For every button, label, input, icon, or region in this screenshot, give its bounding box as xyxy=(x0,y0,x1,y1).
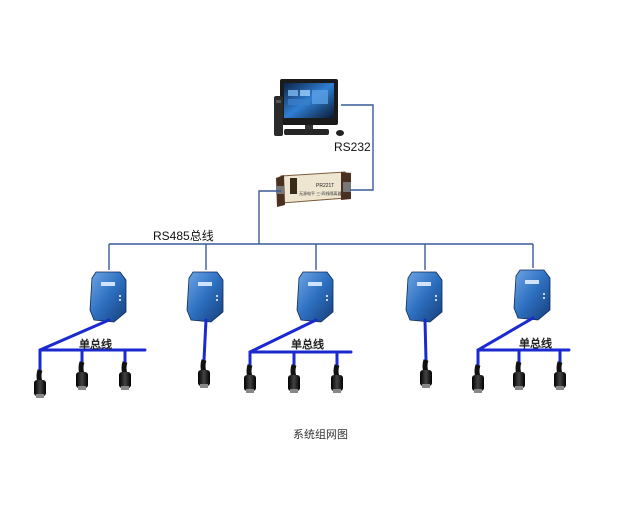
temperature-sensor-icon xyxy=(331,364,343,393)
single-bus-line xyxy=(423,318,428,362)
single-bus-line xyxy=(38,318,147,372)
rs232-link-line xyxy=(341,104,374,191)
module-icon xyxy=(89,271,127,323)
single-bus-line xyxy=(202,318,208,362)
module-icon xyxy=(513,269,551,321)
temperature-sensor-icon xyxy=(513,361,525,390)
temperature-sensor-icon xyxy=(472,364,484,393)
temperature-sensor-icon xyxy=(76,361,88,390)
sensor-group xyxy=(34,359,566,398)
diagram-caption: 系统组网图 xyxy=(293,428,348,441)
temperature-sensor-icon xyxy=(244,364,256,393)
bus-drops xyxy=(108,244,534,270)
single-bus-line xyxy=(248,318,353,367)
desktop-computer-icon xyxy=(274,79,344,136)
temperature-sensor-icon xyxy=(554,361,566,390)
temperature-sensor-icon xyxy=(34,369,46,398)
rs232-label: RS232 xyxy=(334,140,371,154)
single-bus-label: 单总线 xyxy=(519,337,552,350)
single-bus-label: 单总线 xyxy=(291,338,324,351)
temperature-sensor-icon xyxy=(198,359,210,388)
module-icon xyxy=(405,271,443,323)
rs232-rs485-converter-icon: PR221T 无源电平 三·四线隔离器 xyxy=(276,171,351,207)
rs485-bus-label: RS485总线 xyxy=(153,229,214,243)
module-icon xyxy=(296,271,334,323)
temperature-sensor-icon xyxy=(119,361,131,390)
converter-desc-text: 无源电平 三·四线隔离器 xyxy=(299,190,342,196)
temperature-sensor-icon xyxy=(288,364,300,393)
temperature-sensor-icon xyxy=(420,359,432,388)
converter-model-text: PR221T xyxy=(316,183,334,189)
converter-bus-line xyxy=(258,190,281,244)
module-icon xyxy=(186,271,224,323)
single-bus-line xyxy=(476,316,571,367)
single-bus-label: 单总线 xyxy=(79,338,112,351)
